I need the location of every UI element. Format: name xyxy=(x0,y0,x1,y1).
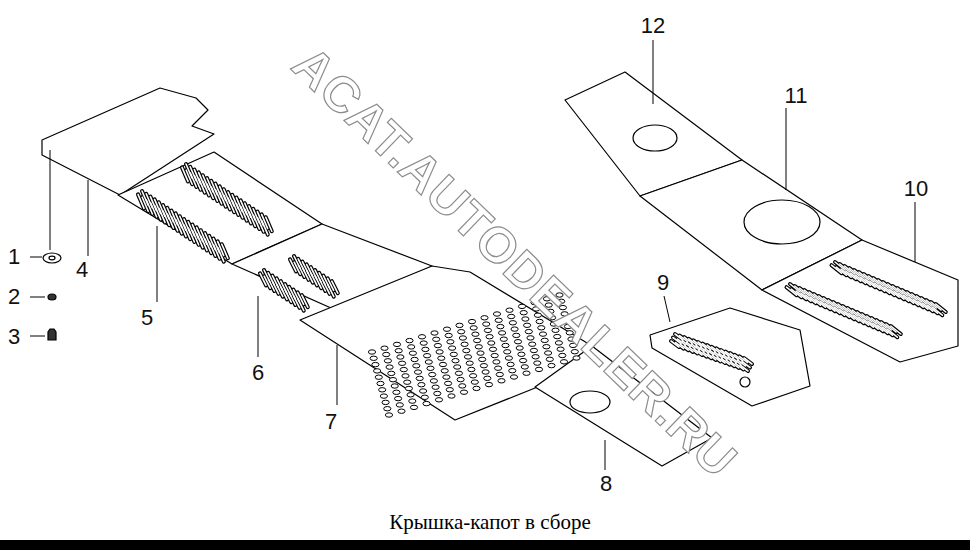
spring-washer xyxy=(48,294,56,300)
panel-12-hole xyxy=(633,125,677,151)
callout-number: 5 xyxy=(141,307,153,329)
callout-number: 10 xyxy=(904,178,928,200)
panel-4 xyxy=(42,88,214,195)
callout-number: 7 xyxy=(325,411,337,433)
panel-11-hole xyxy=(744,200,820,244)
panel-9-hole xyxy=(740,377,750,387)
callout-number: 6 xyxy=(252,362,264,384)
bolt xyxy=(48,329,56,340)
callout-number: 12 xyxy=(641,15,665,37)
callout-number: 11 xyxy=(785,85,808,107)
callout-number: 1 xyxy=(8,246,20,268)
bottom-bar xyxy=(0,540,970,550)
caption: Крышка-капот в сборе xyxy=(389,512,591,533)
callout-number: 8 xyxy=(600,473,612,495)
panel-8-hole xyxy=(570,391,610,413)
callout-number: 3 xyxy=(8,326,20,348)
callout-number: 4 xyxy=(76,259,88,281)
washer xyxy=(43,253,61,263)
fasteners xyxy=(43,253,61,340)
callout-number: 2 xyxy=(8,286,20,308)
washer-hole xyxy=(49,256,55,260)
callout-number: 9 xyxy=(657,272,669,294)
